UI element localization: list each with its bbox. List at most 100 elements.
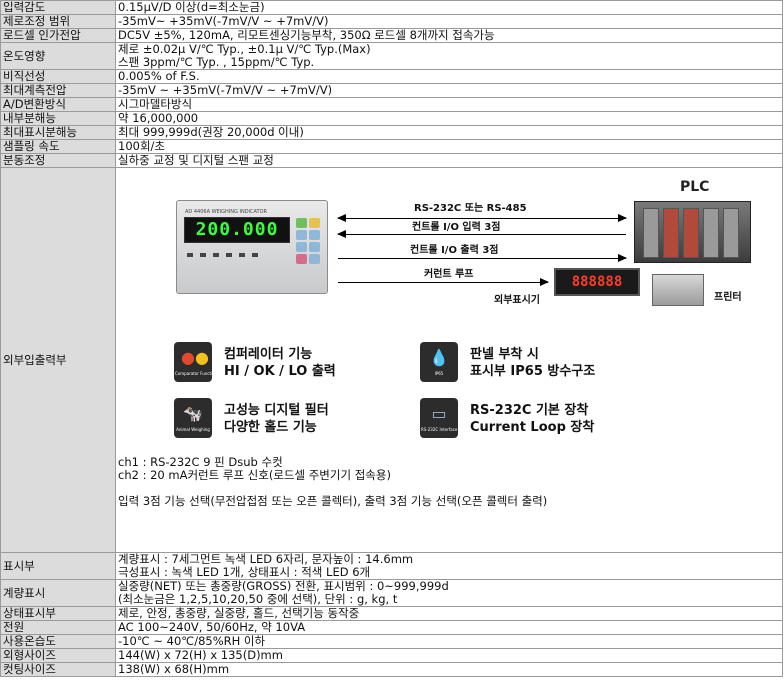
table-row: 사용온습도-10℃ ~ 40℃/85%RH 이하 [0, 634, 783, 649]
device-brand: AD 4406A WEIGHING INDICATOR [185, 209, 268, 215]
feature-line1: RS-232C 기본 장착 [470, 403, 589, 418]
value-line: 0.005% of F.S. [118, 69, 200, 83]
row-key: 로드셀 인가전압 [0, 28, 116, 43]
feature-line1: 판넬 부착 시 [470, 347, 539, 362]
io-input-arrow [337, 230, 626, 238]
feature-line2: 표시부 IP65 방수구조 [470, 364, 596, 379]
value-line: 최대 999,999d(권장 20,000d 이내) [118, 125, 304, 139]
io-diagram: AD 4406A WEIGHING INDICATOR 200.000 PLC [124, 178, 782, 450]
value-line: 138(W) x 68(H)mm [118, 662, 230, 676]
value-line: 실중량(NET) 또는 총중량(GROSS) 전환, 표시범위 : 0~999,… [118, 579, 449, 593]
row-value: 144(W) x 72(H) x 135(D)mm [115, 648, 783, 663]
value-line: 100회/초 [118, 139, 165, 153]
row-value: 제로 ±0.02μ V/℃ Typ., ±0.1μ V/℃ Typ.(Max)스… [115, 42, 783, 70]
row-key: 최대계측전압 [0, 83, 116, 98]
table-row: 외부입출력부 AD 4406A WEIGHING INDICATOR 200.0… [0, 167, 783, 553]
row-key: 분동조정 [0, 153, 116, 168]
io-cell: AD 4406A WEIGHING INDICATOR 200.000 PLC [115, 167, 783, 553]
current-loop-arrow [338, 278, 549, 286]
animal-weighing-icon: 🐄 Animal Weighing [174, 398, 212, 438]
io-output-label: 컨트롤 I/O 출력 3점 [410, 245, 499, 256]
feature-line2: HI / OK / LO 출력 [224, 364, 336, 379]
table-row: 제로조정 범위-35mV~ +35mV(-7mV/V ~ +7mV/V) [0, 14, 783, 29]
row-value: 0.005% of F.S. [115, 69, 783, 84]
value-line: -10℃ ~ 40℃/85%RH 이하 [118, 634, 266, 648]
row-key: 비직선성 [0, 69, 116, 84]
row-value: -35mV~ +35mV(-7mV/V ~ +7mV/V) [115, 14, 783, 29]
note-line: ch1 : RS-232C 9 핀 Dsub 수컷 [118, 455, 283, 469]
rs232-label: RS-232C 또는 RS-485 [414, 203, 527, 214]
row-key: 제로조정 범위 [0, 14, 116, 29]
io-input-label: 컨트롤 I/O 입력 3점 [412, 222, 501, 233]
value-line: 제로 ±0.02μ V/℃ Typ., ±0.1μ V/℃ Typ.(Max) [118, 42, 371, 56]
value-line: 0.15μV/D 이상(d=최소눈금) [118, 0, 265, 14]
note-line: 입력 3점 기능 선택(무전압접점 또는 오픈 콜렉터), 출력 3점 기능 선… [118, 494, 548, 508]
value-line: -35mV~ +35mV(-7mV/V ~ +7mV/V) [118, 14, 329, 28]
row-value: -10℃ ~ 40℃/85%RH 이하 [115, 634, 783, 649]
row-value: -35mV ~ +35mV(-7mV/V ~ +7mV/V) [115, 83, 783, 98]
value-line: 계량표시 : 7세그먼트 녹색 LED 6자리, 문자높이 : 14.6mm [118, 552, 414, 566]
current-loop-label: 커런트 루프 [424, 269, 474, 280]
row-value: 138(W) x 68(H)mm [115, 662, 783, 677]
device-keys [295, 217, 321, 277]
row-value: 실하중 교정 및 디지털 스팬 교정 [115, 153, 783, 168]
value-line: 극성표시 : 녹색 LED 1개, 상태표시 : 적색 LED 6개 [118, 565, 371, 579]
comparator-icon: ●● Comparator Function [174, 342, 218, 382]
row-key: 사용온습도 [0, 634, 116, 649]
row-key: 온도영향 [0, 42, 116, 70]
feature-caption: Comparator Function [175, 371, 218, 376]
row-value: 제로, 안정, 총중량, 실중량, 홀드, 선택기능 동작중 [115, 606, 783, 621]
row-key: 최대표시분해능 [0, 125, 116, 140]
row-key: 외부입출력부 [0, 167, 116, 553]
rs232c-interface-icon: ▭ RS-232C Interface [420, 398, 458, 438]
row-value: 약 16,000,000 [115, 111, 783, 126]
feature-line2: 다양한 홀드 기능 [224, 420, 317, 435]
value-line: (최소눈금은 1,2,5,10,20,50 중에 선택), 단위 : g, kg… [118, 592, 398, 606]
value-line: 약 16,000,000 [118, 111, 199, 125]
external-display-label: 외부표시기 [494, 295, 540, 306]
value-line: AC 100~240V, 50/60Hz, 약 10VA [118, 620, 306, 634]
row-key: 외형사이즈 [0, 648, 116, 663]
feature-caption: RS-232C Interface [421, 427, 458, 432]
rs232-arrow [337, 214, 627, 222]
value-line: -35mV ~ +35mV(-7mV/V ~ +7mV/V) [118, 83, 333, 97]
feature-caption: Animal Weighing [176, 427, 210, 432]
row-value: 최대 999,999d(권장 20,000d 이내) [115, 125, 783, 140]
printer-label: 프린터 [714, 292, 742, 303]
printer-image [652, 274, 704, 306]
row-key: 계량표시 [0, 579, 116, 607]
io-notes: ch1 : RS-232C 9 핀 Dsub 수컷 ch2 : 20 mA커런트… [118, 456, 780, 508]
value-line: 시그마델타방식 [118, 97, 193, 111]
weighing-indicator-image: AD 4406A WEIGHING INDICATOR 200.000 [176, 200, 328, 294]
row-value: 시그마델타방식 [115, 97, 783, 112]
row-key: A/D변환방식 [0, 97, 116, 112]
ip65-drop-icon: 💧 IP65 [420, 342, 458, 382]
row-value: AC 100~240V, 50/60Hz, 약 10VA [115, 620, 783, 635]
value-line: 제로, 안정, 총중량, 실중량, 홀드, 선택기능 동작중 [118, 606, 360, 620]
row-key: 컷팅사이즈 [0, 662, 116, 677]
feature-line1: 고성능 디지털 필터 [224, 403, 329, 418]
row-key: 입력감도 [0, 0, 116, 15]
row-value: 실중량(NET) 또는 총중량(GROSS) 전환, 표시범위 : 0~999,… [115, 579, 783, 607]
external-display-image: 888888 [554, 268, 640, 296]
row-value: 0.15μV/D 이상(d=최소눈금) [115, 0, 783, 15]
feature-line1: 컴퍼레이터 기능 [224, 347, 313, 362]
value-line: DC5V ±5%, 120mA, 리모트센싱기능부착, 350Ω 로드셀 8개까… [118, 28, 495, 42]
